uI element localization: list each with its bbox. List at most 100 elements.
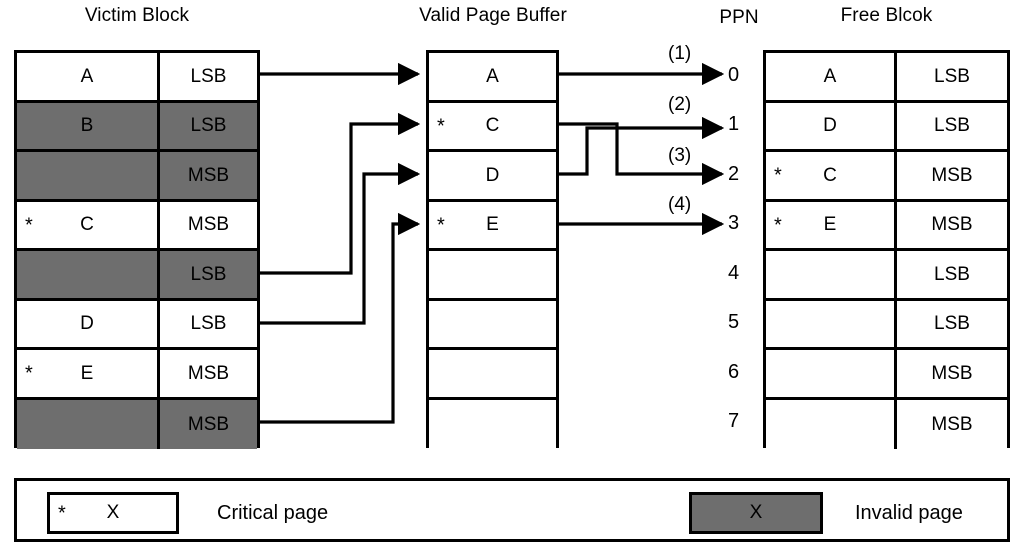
victim-block-row: B LSB [17, 102, 257, 152]
wire-buffer-c-to-ppn2 [559, 122, 725, 186]
victim-block-bit-cell: MSB [160, 350, 257, 397]
wire-victim-d-to-buffer [260, 162, 421, 325]
valid-page-buffer-page-cell [429, 350, 556, 397]
valid-page-buffer-row: *C [429, 102, 556, 152]
free-block-row: LSB [766, 300, 1007, 350]
victim-block-bit-label: LSB [190, 65, 227, 87]
free-block-row: MSB [766, 350, 1007, 400]
victim-block-bit-label: MSB [187, 362, 230, 384]
free-block-bit-cell: LSB [897, 251, 1007, 298]
victim-block-title: Victim Block [84, 5, 190, 26]
victim-block-bit-label: MSB [187, 413, 230, 435]
ppn-number: 5 [728, 311, 740, 334]
victim-block-bit-label: LSB [190, 115, 227, 137]
victim-block-page-label: B [80, 115, 94, 137]
free-block-row: D LSB [766, 102, 1007, 152]
valid-page-buffer-page-label: C [485, 115, 500, 137]
victim-block-bit-label: LSB [190, 313, 227, 335]
victim-block-bit-label: MSB [187, 214, 230, 236]
legend-critical-text: Critical page [217, 502, 329, 524]
free-block-title: Free Blcok [840, 5, 933, 26]
legend-invalid-text: Invalid page [855, 502, 963, 524]
free-block-page-cell [766, 251, 897, 298]
ppn-number: 4 [728, 261, 740, 284]
wire-buffer-d-to-ppn1 [559, 116, 725, 176]
free-block-critical-star-icon: * [774, 214, 782, 237]
free-block-page-label: D [823, 115, 837, 137]
free-block-bit-label: LSB [934, 65, 970, 87]
valid-page-buffer-page-cell [429, 300, 556, 347]
free-block-page-cell: *C [766, 152, 897, 199]
free-block-page-cell [766, 399, 897, 449]
valid-page-buffer-row: *E [429, 201, 556, 251]
victim-block-bit-cell: MSB [160, 399, 257, 449]
free-block-row: LSB [766, 251, 1007, 301]
valid-page-buffer-title: Valid Page Buffer [419, 5, 567, 26]
ppn-number: 6 [728, 360, 740, 383]
victim-block-bit-label: LSB [190, 263, 227, 285]
victim-block-page-label: E [80, 362, 94, 384]
ppn-title: PPN [719, 7, 759, 28]
legend-critical-swatch: * X [47, 492, 179, 534]
step-label: (3) [668, 145, 692, 166]
valid-page-buffer-page-label: D [485, 164, 500, 186]
victim-block-bit-cell: LSB [160, 102, 257, 149]
free-block-page-cell: *E [766, 201, 897, 248]
legend-invalid-swatch: X [689, 492, 823, 534]
victim-block-row: A LSB [17, 53, 257, 103]
step-label: (2) [668, 94, 692, 115]
free-block-bit-label: MSB [931, 413, 973, 435]
valid-page-buffer-page-cell [429, 251, 556, 298]
free-block-page-cell: A [766, 53, 897, 100]
free-block-bit-cell: LSB [897, 102, 1007, 149]
victim-block-bit-cell: LSB [160, 300, 257, 347]
victim-block-page-cell: *E [17, 350, 160, 397]
valid-page-buffer-row [429, 399, 556, 449]
free-block-critical-star-icon: * [774, 164, 782, 187]
valid-page-buffer-critical-star-icon: * [437, 214, 445, 237]
valid-page-buffer-row [429, 350, 556, 400]
free-block-page-cell [766, 300, 897, 347]
ppn-number: 1 [728, 113, 740, 136]
victim-block-page-cell: B [17, 102, 160, 149]
valid-page-buffer-page-label: A [486, 65, 499, 87]
free-block-page-label: C [823, 164, 837, 186]
free-block-page-cell [766, 350, 897, 397]
victim-block-bit-cell: LSB [160, 251, 257, 298]
free-block-bit-label: MSB [931, 362, 973, 384]
free-block-page-cell: D [766, 102, 897, 149]
valid-page-buffer-row: D [429, 152, 556, 202]
victim-block-bit-label: MSB [187, 164, 230, 186]
victim-block-row: MSB [17, 152, 257, 202]
victim-block-bit-cell: MSB [160, 201, 257, 248]
victim-block-page-cell [17, 399, 160, 449]
ppn-number: 2 [728, 162, 740, 185]
wire-victim-c-to-buffer [260, 112, 421, 275]
victim-block-row: LSB [17, 251, 257, 301]
step-label: (4) [668, 194, 692, 215]
victim-block-bit-cell: MSB [160, 152, 257, 199]
valid-page-buffer-page-cell: *E [429, 201, 556, 248]
legend-critical-swatch-label: X [106, 502, 120, 523]
victim-block-page-cell [17, 152, 160, 199]
free-block-bit-cell: MSB [897, 350, 1007, 397]
victim-block-critical-star-icon: * [25, 362, 33, 385]
victim-block-page-cell: A [17, 53, 160, 100]
legend-invalid-swatch-label: X [749, 502, 763, 523]
valid-page-buffer-page-cell [429, 399, 556, 449]
victim-block-page-label: C [80, 214, 94, 236]
victim-block-page-cell: *C [17, 201, 160, 248]
valid-page-buffer-row: A [429, 53, 556, 103]
valid-page-buffer-row [429, 251, 556, 301]
valid-page-buffer-critical-star-icon: * [437, 115, 445, 138]
victim-block-page-label: A [80, 65, 94, 87]
victim-block-critical-star-icon: * [25, 214, 33, 237]
